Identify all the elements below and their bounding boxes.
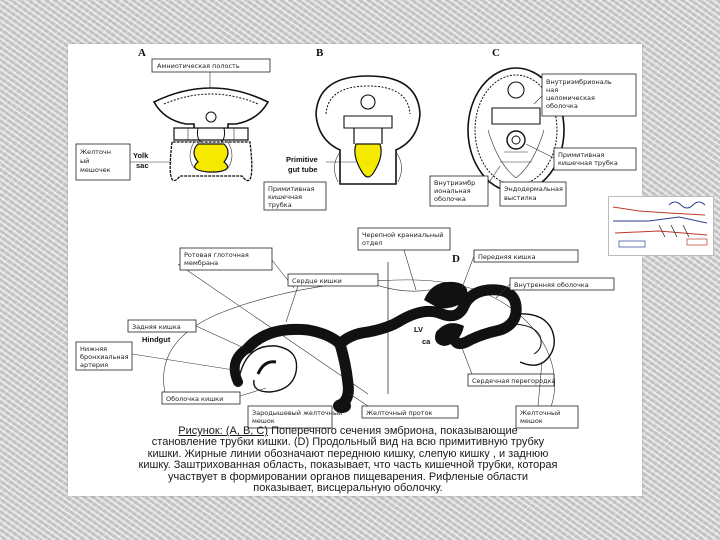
label-hindgut-ru: Задняя кишка: [132, 323, 181, 331]
label-heart: Сердце кишки: [292, 277, 342, 285]
label-primitive-gut-ru-1: Примитивная: [268, 185, 314, 193]
label-foregut: Передняя кишка: [478, 253, 536, 261]
figure-caption: Рисунок: (A, B, C) Поперечного сечения э…: [78, 425, 618, 495]
embryo-outline-b: [315, 75, 421, 185]
label-gut-membrane: Оболочка кишки: [166, 395, 223, 403]
label-yolk-sac-d-1: Желточный: [520, 409, 560, 417]
panel-d-section: LV ca Ротовая глоточная мембрана Черепно…: [75, 227, 615, 429]
label-yolk-sac-d-2: мешок: [520, 417, 543, 425]
label-endodermal-2: выстилка: [504, 194, 537, 202]
label-intraembryonic-1: Внутриэмбриональ: [546, 78, 612, 86]
label-box-gut-membrane: [161, 391, 241, 405]
label-yolk-1: Yolk: [133, 151, 149, 160]
panel-letter-a: A: [138, 47, 146, 59]
label-primitive-tube-2: кишечная трубка: [558, 159, 618, 167]
label-box-cut-heart: [467, 373, 555, 387]
label-box-vitelline: [75, 143, 131, 181]
label-vitelline-1: Желточн: [80, 148, 111, 156]
label-intraembryonic-3: целомическая: [546, 94, 595, 102]
label-intraembryonic-2: ная: [546, 86, 558, 94]
panel-a-section: Амниотическая полость Желточн ый мешочек…: [75, 58, 271, 182]
label-box-primitive-tube: [553, 147, 637, 171]
caption-line-4: кишку. Заштрихованная область, показывае…: [138, 459, 558, 472]
label-vitelline-2: ый: [80, 157, 89, 165]
label-internal-membrane-3: оболочка: [434, 195, 466, 203]
gut-tube-b: [354, 143, 382, 178]
label-box-amniotic: [151, 58, 271, 73]
panel-letter-d: D: [452, 253, 460, 265]
label-cranial-1: Черепной краниальный: [362, 231, 443, 239]
label-box-heart: [287, 273, 379, 287]
label-box-internal-membrane: [429, 175, 489, 207]
label-lower-branchial-3: артерия: [80, 361, 108, 369]
label-oropharyngeal-1: Ротовая глоточная: [184, 251, 249, 259]
yolk-stalk-d: [334, 338, 354, 410]
label-yolk-2: sac: [136, 161, 149, 170]
label-endodermal-1: Эндодермальная: [504, 185, 563, 193]
caption-line-1: Рисунок: (A, B, C) Поперечного сечения э…: [78, 425, 618, 437]
label-hindgut-en: Hindgut: [142, 335, 171, 344]
label-box-lower-branchial: [75, 341, 133, 371]
label-box-primitive-gut-ru: [263, 181, 327, 211]
caption-title: Рисунок: (A, B, C): [178, 425, 269, 437]
label-primitive-tube-1: Примитивная: [558, 151, 604, 159]
mark-lv: LV: [414, 325, 423, 334]
label-box-intraembryonic: [541, 73, 637, 117]
label-internal-membrane-1: Внутриэмбр: [434, 179, 475, 187]
inset-sketch: [612, 201, 708, 248]
embryo-gut-figure: A B C D Амниотическая полость Желт: [68, 44, 642, 496]
label-amniotic-cavity: Амниотическая полость: [157, 62, 240, 70]
label-primitive-gut-ru-2: кишечная: [268, 193, 302, 201]
label-box-yolk-stalk: [361, 405, 459, 419]
panel-letter-c: C: [492, 47, 500, 59]
label-lower-branchial-1: Нижняя: [80, 345, 107, 353]
caption-line-1-text: Поперечного сечения эмбриона, показывающ…: [268, 425, 518, 437]
caption-line-3: кишки. Жирные линии обозначают переднюю …: [147, 447, 549, 460]
caption-line-6: показывает, висцеральную оболочку.: [253, 482, 443, 495]
label-primitive-gut-en-2: gut tube: [288, 165, 318, 174]
label-internal-membrane-2: иональная: [434, 187, 471, 195]
label-oropharyngeal-2: мембрана: [184, 259, 218, 267]
label-box-yolk-sac-d: [515, 405, 579, 429]
label-cut-heart: Сердечная перегородка: [472, 377, 555, 385]
label-inner-membrane: Внутренняя оболочка: [514, 281, 589, 289]
label-box-oropharyngeal: [179, 247, 273, 271]
panel-c-section: Внутриэмбриональ ная целомическая оболоч…: [429, 67, 637, 207]
label-cranial-2: отдел: [362, 239, 382, 247]
caption-line-5: участвует в формировании органов пищевар…: [168, 470, 528, 483]
caption-line-2: становление трубки кишки. (D) Продольный…: [151, 436, 545, 449]
label-lower-branchial-2: бронхиальная: [80, 353, 129, 361]
label-intraembryonic-4: оболочка: [546, 102, 578, 110]
label-yolk-stalk: Желточный проток: [366, 409, 433, 417]
label-allantois-2: мешок: [252, 417, 275, 425]
inset-thumbnail: [608, 196, 714, 256]
yolk-sac-a: [193, 143, 229, 173]
panel-b-section: Primitive gut tube Примитивная кишечная …: [263, 75, 421, 211]
label-primitive-gut-en-1: Primitive: [286, 155, 318, 164]
label-box-allantois: [247, 405, 333, 429]
label-vitelline-3: мешочек: [80, 166, 111, 174]
label-allantois-1: Зародышевый желточный: [252, 409, 342, 417]
label-primitive-gut-ru-3: трубка: [268, 201, 292, 209]
panel-letter-b: B: [316, 47, 324, 59]
label-box-endodermal: [499, 181, 567, 207]
figure-drawing: A B C D Амниотическая полость Желт: [75, 47, 637, 429]
mark-ca: ca: [422, 337, 431, 346]
